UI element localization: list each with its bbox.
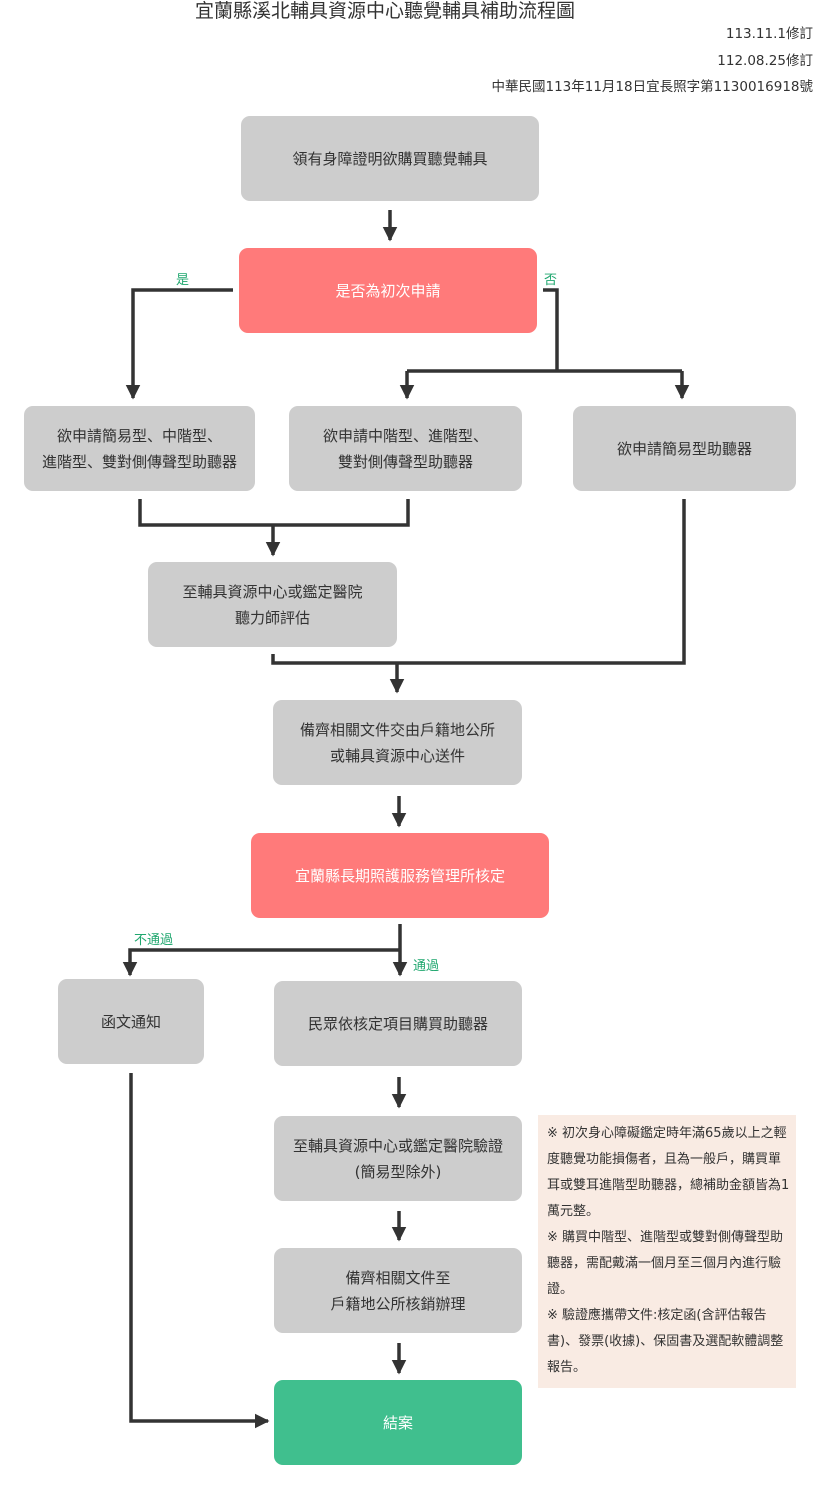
revision-date-1: 113.11.1修訂 (725, 26, 813, 42)
label-no: 否 (544, 273, 558, 288)
line-merge-assess (138, 499, 410, 527)
note-item: ※ 初次身心障礙鑑定時年滿65歲以上之輕度聽覺功能損傷者，且為一般戶，購買單耳或… (547, 1126, 790, 1219)
node-verification: 至輔具資源中心或鑑定醫院驗證 (簡易型除外) (274, 1116, 522, 1201)
node-option-mid-types: 欲申請中階型、進階型、 雙對側傳聲型助聽器 (289, 406, 522, 491)
node-submit-docs: 備齊相關文件交由戶籍地公所 或輔具資源中心送件 (273, 700, 522, 785)
page-title: 宜蘭縣溪北輔具資源中心聽覺輔具補助流程圖 (194, 0, 575, 22)
decree-number: 中華民國113年11月18日宜長照字第1130016918號 (491, 79, 813, 95)
node-approval: 宜蘭縣長期照護服務管理所核定 (251, 833, 549, 918)
revision-date-2: 112.08.25修訂 (717, 53, 813, 69)
node-start: 領有身障證明欲購買聽覺輔具 (241, 116, 539, 201)
node-purchase: 民眾依核定項目購買助聽器 (274, 981, 522, 1066)
arrow-notify-to-end (129, 1073, 270, 1429)
note-item: ※ 購買中階型、進階型或雙對側傳聲型助聽器，需配戴滿一個月至三個月內進行驗證。 (547, 1230, 784, 1297)
label-yes: 是 (176, 273, 190, 288)
label-fail: 不通過 (134, 933, 174, 948)
node-reimbursement: 備齊相關文件至 戶籍地公所核銷辦理 (274, 1248, 522, 1333)
line-merge-docs (271, 499, 686, 665)
line-no-branch (543, 288, 559, 371)
notes-panel: ※ 初次身心障礙鑑定時年滿65歲以上之輕度聽覺功能損傷者，且為一般戶，購買單耳或… (538, 1115, 796, 1388)
node-notify-letter: 函文通知 (58, 979, 204, 1064)
label-pass: 通過 (413, 959, 440, 974)
node-option-all-types: 欲申請簡易型、中階型、 進階型、雙對側傳聲型助聽器 (24, 406, 255, 491)
node-end: 結案 (274, 1380, 522, 1465)
arrow-yes-branch (125, 288, 233, 400)
note-item: ※ 驗證應攜帶文件:核定函(含評估報告書)、發票(收據)、保固書及選配軟體調整報… (547, 1308, 784, 1375)
node-first-apply-decision: 是否為初次申請 (239, 248, 537, 333)
arrow-fail (122, 948, 400, 977)
node-assessment: 至輔具資源中心或鑑定醫院 聽力師評估 (148, 562, 397, 647)
node-option-simple: 欲申請簡易型助聽器 (573, 406, 796, 491)
